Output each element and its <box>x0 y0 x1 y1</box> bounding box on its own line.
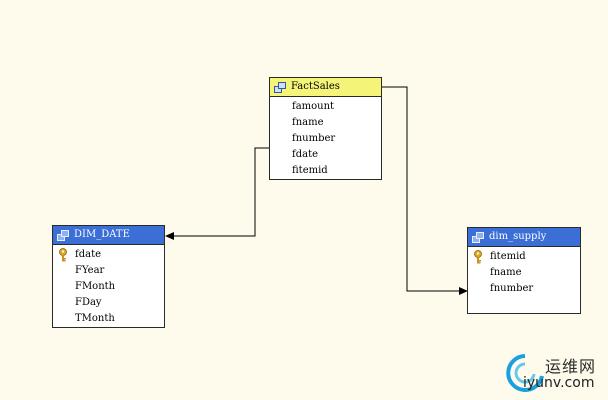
table-icon <box>274 82 286 93</box>
column-row[interactable]: fname <box>292 117 324 128</box>
table-header-dim-date[interactable]: DIM_DATE <box>53 226 164 245</box>
column-row[interactable]: fnumber <box>292 133 336 144</box>
table-icon <box>57 230 69 241</box>
table-dim-supply[interactable]: dim_supply fitemid fname fnumber <box>467 227 581 314</box>
watermark-latin: iyunv.com <box>523 375 595 391</box>
column-name: fitemid <box>490 251 526 262</box>
watermark: 运维网 iyunv.com <box>505 350 605 396</box>
table-dim-date[interactable]: DIM_DATE fdate FYear FMonth FDay TMonth <box>52 225 165 328</box>
table-title: DIM_DATE <box>74 229 130 240</box>
table-factsales[interactable]: FactSales famount fname fnumber fdate fi… <box>269 77 382 180</box>
column-row[interactable]: fitemid <box>292 165 328 176</box>
column-row[interactable]: fnumber <box>490 283 534 294</box>
table-header-factsales[interactable]: FactSales <box>270 78 381 97</box>
arrow-head-dim-date <box>165 232 174 240</box>
column-row[interactable]: FYear <box>75 265 105 276</box>
column-row[interactable]: famount <box>292 101 335 112</box>
relationship-factsales-dim-date[interactable] <box>172 147 269 237</box>
arrow-head-dim-supply <box>459 287 468 295</box>
column-row[interactable]: fname <box>490 267 522 278</box>
column-name: fdate <box>75 249 102 260</box>
column-row[interactable]: fdate <box>292 149 319 160</box>
primary-key-icon <box>59 248 67 262</box>
column-row[interactable]: FMonth <box>75 281 116 292</box>
primary-key-icon <box>474 250 482 264</box>
column-row-primary-key[interactable]: fdate <box>53 247 164 263</box>
relationship-factsales-dim-supply[interactable] <box>381 86 461 292</box>
column-row-primary-key[interactable]: fitemid <box>468 249 580 265</box>
watermark-logo-icon <box>506 354 544 392</box>
column-row[interactable]: TMonth <box>75 313 115 324</box>
table-icon <box>472 232 484 243</box>
table-title: dim_supply <box>489 231 547 242</box>
table-header-dim-supply[interactable]: dim_supply <box>468 228 580 247</box>
table-title: FactSales <box>291 81 340 92</box>
column-row[interactable]: FDay <box>75 297 102 308</box>
watermark-chinese: 运维网 <box>545 357 597 376</box>
